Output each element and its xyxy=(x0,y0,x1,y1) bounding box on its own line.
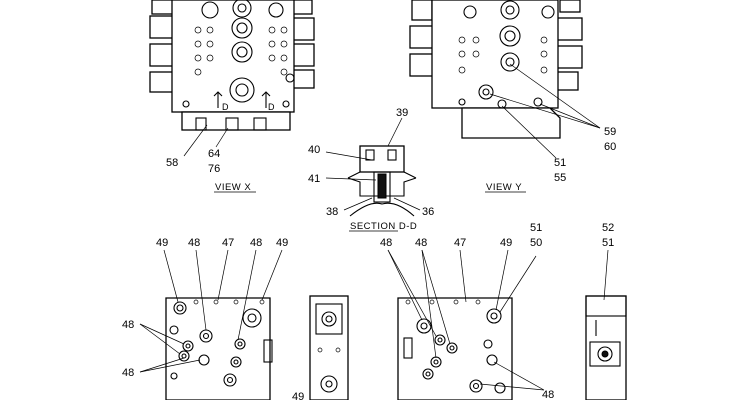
label-47-br: 47 xyxy=(454,237,466,249)
view-x-drawing xyxy=(149,0,315,157)
bottom-side-block xyxy=(309,295,349,401)
label-51-view-y: 51 xyxy=(554,157,566,169)
label-40: 40 xyxy=(308,144,320,156)
label-48-bl-c: 48 xyxy=(122,319,134,331)
label-52: 52 xyxy=(602,222,614,234)
view-y-drawing xyxy=(409,0,601,159)
label-38: 38 xyxy=(326,206,338,218)
label-49-bl-left: 49 xyxy=(156,237,168,249)
label-51-br: 51 xyxy=(530,222,542,234)
bottom-right-plate xyxy=(387,249,545,401)
caption-view-y: VIEW Y xyxy=(486,182,522,193)
view-captions: VIEW X VIEW Y SECTION D-D xyxy=(214,182,526,232)
label-76: 76 xyxy=(208,163,220,175)
caption-section-dd: SECTION D-D xyxy=(350,221,417,232)
label-48-bl-a: 48 xyxy=(188,237,200,249)
label-49-bl-right: 49 xyxy=(276,237,288,249)
label-59: 59 xyxy=(604,126,616,138)
label-d-left: D xyxy=(222,102,229,112)
label-58: 58 xyxy=(166,157,178,169)
label-49-side: 49 xyxy=(292,391,304,400)
caption-view-x: VIEW X xyxy=(215,182,251,193)
label-d-right: D xyxy=(268,102,275,112)
label-55: 55 xyxy=(554,172,566,184)
label-41: 41 xyxy=(308,173,320,185)
label-48-bl-d: 48 xyxy=(122,367,134,379)
label-48-bl-b: 48 xyxy=(250,237,262,249)
label-36: 36 xyxy=(422,206,434,218)
label-39: 39 xyxy=(396,107,408,119)
label-50: 50 xyxy=(530,237,542,249)
label-47-bl: 47 xyxy=(222,237,234,249)
label-51-side: 51 xyxy=(602,237,614,249)
label-48-br-a: 48 xyxy=(380,237,392,249)
label-49-br: 49 xyxy=(500,237,512,249)
label-60: 60 xyxy=(604,141,616,153)
part-number-labels: 58 64 76 D D 59 60 51 55 39 40 41 38 36 … xyxy=(122,102,616,403)
bottom-left-plate xyxy=(139,249,283,401)
label-48-br-c: 48 xyxy=(542,389,554,400)
label-48-br-b: 48 xyxy=(415,237,427,249)
bottom-right-side-block xyxy=(585,249,627,401)
section-dd-drawing xyxy=(325,117,421,217)
label-64: 64 xyxy=(208,148,220,160)
